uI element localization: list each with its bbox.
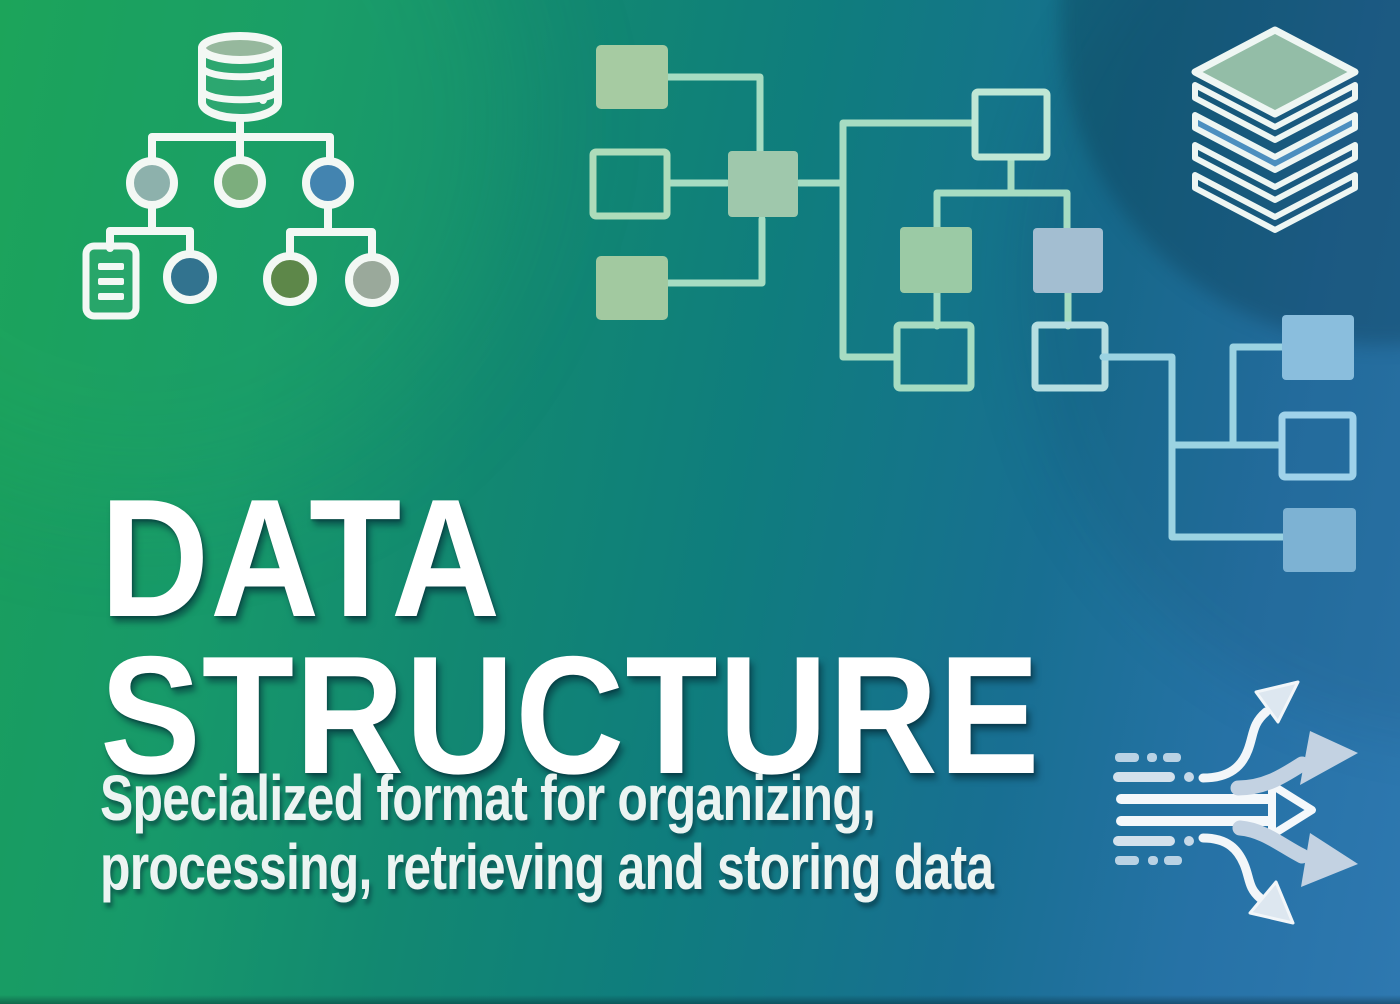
tree-node-darkteal <box>163 250 217 304</box>
data-dashes <box>1113 753 1194 865</box>
title-line-1: DATA <box>100 463 502 652</box>
subtitle-line-2: processing, retrieving and storing data <box>100 831 994 903</box>
tree-node-green <box>214 156 266 208</box>
layer-chevron-1 <box>1192 82 1358 143</box>
arrow-curve-up <box>1198 707 1271 783</box>
document-line-3 <box>98 293 124 300</box>
flow-node-bluegray <box>1033 228 1103 293</box>
flowchart-nodes-left-icon <box>589 45 1109 392</box>
layer-chevron-3 <box>1192 172 1358 233</box>
flow-node-green-3 <box>900 227 972 293</box>
arrow-head-up <box>1254 680 1300 724</box>
subtitle: Specialized format for organizing, proce… <box>100 762 994 903</box>
flow-node-outline-green-2 <box>971 88 1051 161</box>
flow-node-green-1 <box>596 45 668 109</box>
document-line-1 <box>98 263 124 270</box>
subtitle-line-1: Specialized format for organizing, <box>100 762 876 834</box>
flow-connectors-right <box>1099 343 1287 541</box>
arrow-curve-down <box>1198 833 1265 903</box>
arrow-curve-lower-right <box>1232 820 1310 864</box>
tree-connector-top <box>148 114 334 162</box>
arrow-curve-upper-right <box>1230 756 1310 796</box>
document-line-2 <box>98 278 124 285</box>
arrow-head-lower-right <box>1301 833 1358 887</box>
layer-diamond-green <box>1191 26 1359 118</box>
tree-connector-right <box>286 201 376 258</box>
flow-node-green-center <box>728 151 798 217</box>
tree-connector-left <box>106 201 194 256</box>
database-band-1 <box>200 66 280 81</box>
arrow-head-down <box>1248 880 1295 925</box>
tree-node-sage <box>345 253 399 307</box>
arrow-head-upper-right <box>1300 731 1358 785</box>
layer-diamond-blue <box>1192 112 1358 173</box>
branching-arrows-icon <box>1113 680 1358 925</box>
arrow-shaft-top <box>1116 794 1274 804</box>
flow-node-outline-green-3 <box>893 321 975 392</box>
page-title: DATA STRUCTURE <box>100 463 1041 809</box>
title-line-2: STRUCTURE <box>100 620 1041 809</box>
layer-chevron-2 <box>1192 142 1358 203</box>
layers-stack-icon <box>1191 26 1359 233</box>
flow-node-outline-blue <box>1278 411 1357 481</box>
database-tree-icon <box>82 32 399 320</box>
flowchart-nodes-right-icon <box>1099 315 1357 572</box>
database-dot-2 <box>259 96 267 104</box>
flow-connectors-left <box>664 73 1072 361</box>
flow-node-blue-2 <box>1283 508 1356 572</box>
bottom-vignette <box>0 995 1400 1004</box>
arrow-head-center-outline <box>1268 781 1316 839</box>
database-dot-1 <box>259 73 267 81</box>
flow-node-outline-green-1 <box>589 148 671 220</box>
database-cylinder-top <box>198 32 282 64</box>
flow-node-green-2 <box>596 256 668 320</box>
flow-node-blue-1 <box>1282 315 1354 380</box>
database-band-2 <box>200 89 280 104</box>
tree-node-olive <box>263 252 317 306</box>
